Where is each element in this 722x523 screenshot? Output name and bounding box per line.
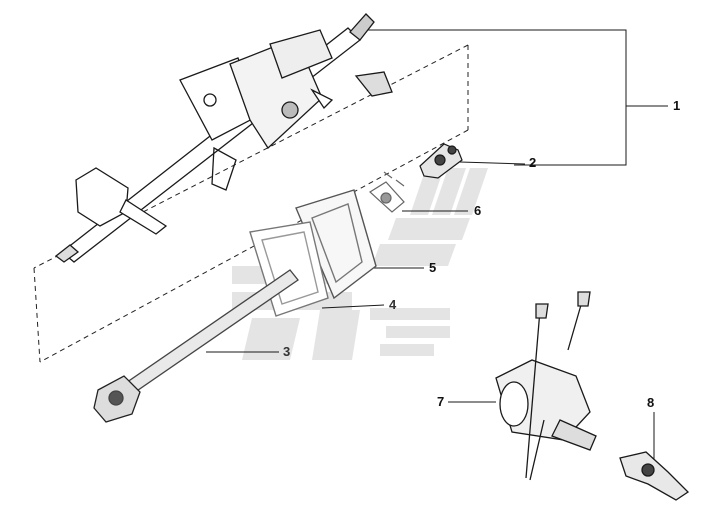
callout-4: 4 [389,297,397,312]
callout-5: 5 [429,260,437,275]
callout-7: 7 [437,394,445,409]
callout-1: 1 [673,98,681,113]
steering-column-assembly [54,13,393,263]
universal-joint-small [419,143,463,179]
column-bracket [495,291,597,481]
watermark-logo [232,168,488,360]
intermediate-shaft [93,269,299,423]
joint-small [619,451,690,501]
callout-3: 3 [283,344,291,359]
mount-plate-small [369,171,405,213]
callout-2: 2 [529,155,537,170]
callout-8: 8 [647,395,655,410]
callout-6: 6 [474,203,482,218]
leader-lines [206,29,668,460]
